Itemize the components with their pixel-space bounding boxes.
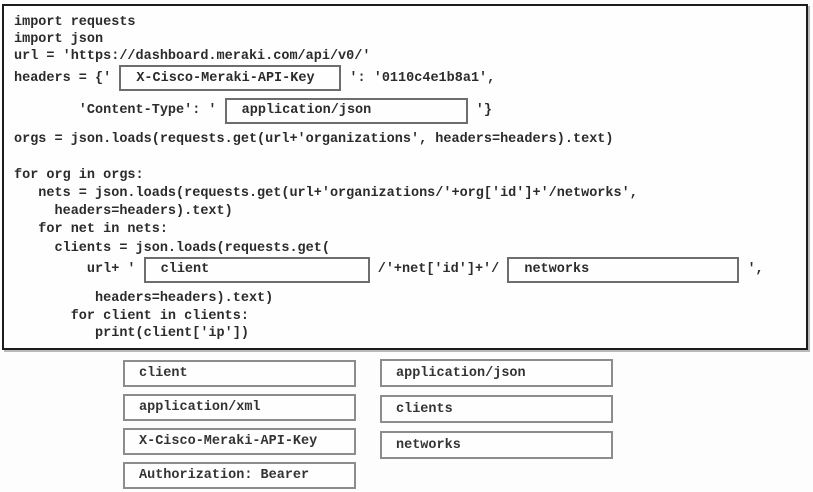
code-text: /'+net['id']+'/: [369, 262, 508, 277]
options-column-left: client application/xml X-Cisco-Meraki-AP…: [123, 360, 356, 489]
code-line-headers: headers = {' X-Cisco-Meraki-API-Key ': '…: [14, 64, 802, 92]
code-line: nets = json.loads(requests.get(url+'orga…: [14, 186, 638, 201]
code-line: url = 'https://dashboard.meraki.com/api/…: [14, 49, 371, 64]
drop-slot-api-key-header[interactable]: X-Cisco-Meraki-API-Key: [119, 65, 342, 91]
code-text: '}: [467, 103, 492, 118]
code-line: for client in clients:: [14, 309, 249, 324]
option-authorization-bearer[interactable]: Authorization: Bearer: [123, 462, 356, 489]
option-networks[interactable]: networks: [380, 431, 613, 459]
code-line: headers=headers).text): [14, 204, 233, 219]
code-line-url-path: url+ ' client /'+net['id']+'/ networks '…: [14, 255, 802, 284]
code-text: ',: [739, 262, 764, 277]
code-text: 'Content-Type': ': [14, 103, 225, 118]
option-client[interactable]: client: [123, 360, 356, 387]
code-text: ': '0110c4e1b8a1',: [341, 70, 496, 86]
code-text: headers = {': [14, 70, 120, 86]
code-line: import json: [14, 32, 104, 47]
drop-slot-content-type[interactable]: application/json: [224, 97, 468, 124]
code-line: import requests: [14, 15, 136, 30]
options-column-right: application/json clients networks: [380, 359, 613, 459]
code-text: url+ ': [14, 262, 144, 277]
code-line: for net in nets:: [14, 222, 168, 237]
code-line: print(client['ip']): [14, 326, 249, 341]
code-panel: import requests import json url = 'https…: [2, 4, 808, 350]
drop-slot-url-path-2[interactable]: networks: [507, 256, 740, 283]
option-clients[interactable]: clients: [380, 395, 613, 423]
option-application-json[interactable]: application/json: [380, 359, 613, 387]
code-line: clients = json.loads(requests.get(: [14, 241, 330, 256]
code-line: headers=headers).text): [14, 291, 274, 306]
option-x-cisco-meraki-api-key[interactable]: X-Cisco-Meraki-API-Key: [123, 428, 356, 455]
drop-slot-url-path-1[interactable]: client: [143, 256, 370, 283]
code-line: for org in orgs:: [14, 168, 144, 183]
option-application-xml[interactable]: application/xml: [123, 394, 356, 421]
code-line: orgs = json.loads(requests.get(url+'orga…: [14, 132, 614, 147]
code-line-content-type: 'Content-Type': ' application/json '}: [14, 97, 802, 124]
